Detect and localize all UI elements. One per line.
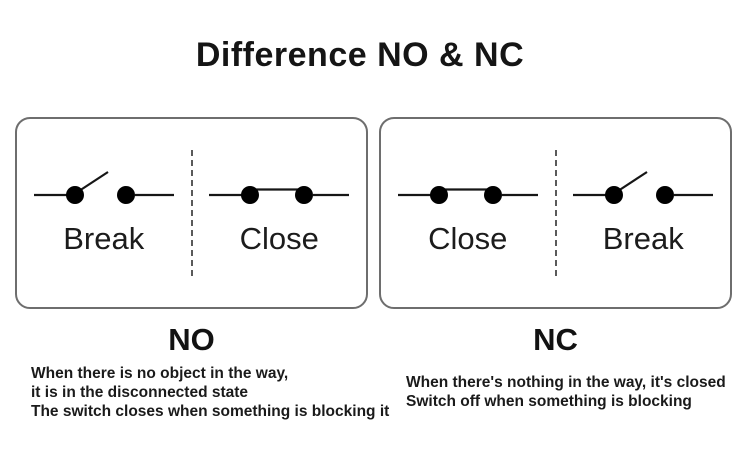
no-label: NO <box>168 322 215 357</box>
description-line: Switch off when something is blocking <box>406 393 692 410</box>
dotted-divider <box>554 150 557 276</box>
switch-state-label: Close <box>239 221 319 256</box>
open-switch-diagram <box>573 171 714 204</box>
page-title: Difference NO & NC <box>195 36 525 74</box>
dotted-divider <box>190 150 193 276</box>
no-break-section: Break <box>17 119 191 307</box>
description-line: The switch closes when something is bloc… <box>31 403 390 420</box>
no-description: When there is no object in the way, it i… <box>31 364 389 421</box>
description-line: When there is no object in the way, <box>31 365 289 382</box>
nc-description: When there's nothing in the way, it's cl… <box>406 373 726 411</box>
switch-state-label: Break <box>63 221 145 256</box>
no-panel: Break Close <box>15 117 368 309</box>
nc-label: NC <box>533 322 578 357</box>
switch-state-label: Break <box>602 221 684 256</box>
description-line: it is in the disconnected state <box>31 384 249 401</box>
no-close-section: Close <box>193 119 367 307</box>
open-switch-diagram <box>33 171 174 204</box>
nc-close-section: Close <box>381 119 555 307</box>
switch-state-label: Close <box>428 221 508 256</box>
description-line: When there's nothing in the way, it's cl… <box>406 374 726 391</box>
closed-switch-diagram <box>209 186 350 204</box>
nc-panel: Close Break <box>379 117 732 309</box>
nc-break-section: Break <box>557 119 731 307</box>
closed-switch-diagram <box>397 186 538 204</box>
